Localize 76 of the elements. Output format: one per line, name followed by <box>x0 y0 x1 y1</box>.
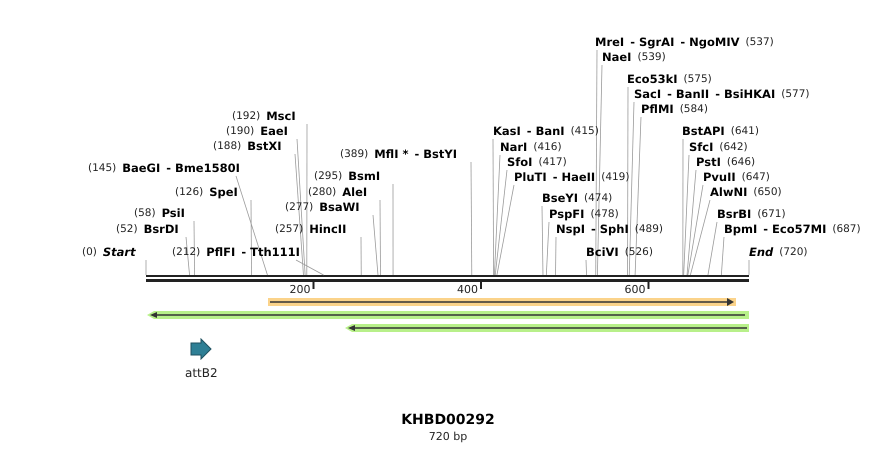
enzyme-site-label: (295) BsmI <box>314 168 380 184</box>
leader-line <box>392 184 394 276</box>
enzyme-site-label: MreI - SgrAI - NgoMIV (537) <box>595 34 774 50</box>
enzyme-site-label: PspFI (478) <box>549 206 619 222</box>
enzyme-site-label: (0) Start <box>82 244 136 260</box>
enzyme-site-label: PstI (646) <box>696 154 756 170</box>
leader-line <box>494 154 500 276</box>
leader-line <box>372 214 378 276</box>
enzyme-site-label: BciVI (526) <box>586 244 653 260</box>
enzyme-site-label: (190) EaeI <box>226 123 288 139</box>
leader-line <box>542 206 544 276</box>
scale-label: 200 <box>290 283 310 296</box>
leader-line <box>682 138 684 276</box>
leader-line <box>687 184 704 276</box>
leader-line <box>186 236 190 276</box>
scale-label: 600 <box>624 283 646 296</box>
enzyme-site-label: BseYI (474) <box>542 190 612 206</box>
map-caption: 720 bp <box>428 430 468 443</box>
leader-line <box>492 138 494 276</box>
leader-line <box>586 260 587 276</box>
enzyme-site-label: BpmI - Eco57MI (687) <box>724 221 861 237</box>
map-title: KHBD00292 <box>400 412 496 428</box>
enzyme-site-label: (280) AleI <box>308 184 368 200</box>
leader-line <box>690 200 710 276</box>
leader-line <box>360 236 362 276</box>
leader-line <box>683 154 690 276</box>
leader-line <box>597 64 602 276</box>
leader-line <box>627 86 628 276</box>
enzyme-site-label: PvuII (647) <box>703 169 770 185</box>
enzyme-site-label: Eco53kI (575) <box>627 71 712 87</box>
enzyme-site-label: NaeI (539) <box>602 49 666 65</box>
leader-line <box>634 116 642 276</box>
leader-line <box>194 220 195 276</box>
enzyme-site-label: (389) MflI * - BstYI <box>340 146 457 162</box>
leader-line <box>546 222 550 276</box>
leader-line <box>306 124 308 276</box>
leader-line <box>250 200 252 276</box>
feature-label: attB2 <box>185 366 218 380</box>
leader-line <box>296 260 324 276</box>
leader-line <box>628 102 634 276</box>
leader-line <box>296 138 306 276</box>
enzyme-site-label: SacI - BanII - BsiHKAI (577) <box>634 86 810 102</box>
enzyme-site-label: NspI - SphI (489) <box>556 221 663 237</box>
enzyme-site-label: PluTI - HaeII (419) <box>514 169 630 185</box>
leader-line <box>555 236 556 276</box>
enzyme-site-label: (126) SpeI <box>175 184 238 200</box>
enzyme-site-label: AlwNI (650) <box>710 184 782 200</box>
leader-line <box>686 170 696 276</box>
enzyme-site-label: (52) BsrDI <box>116 221 179 237</box>
scale-label: 400 <box>457 283 478 296</box>
enzyme-site-label: End (720) <box>749 244 808 260</box>
enzyme-site-label: BstAPI (641) <box>682 123 759 139</box>
leader-line <box>496 184 514 276</box>
enzyme-site-label: (257) HincII <box>275 221 346 237</box>
leader-line <box>380 200 381 276</box>
leader-line <box>294 154 304 276</box>
enzyme-site-label: (192) MscI <box>232 108 296 124</box>
enzyme-site-label: (277) BsaWI <box>285 199 360 215</box>
leader-line <box>595 50 598 276</box>
leader-line <box>748 260 750 276</box>
enzyme-site-label: (58) PsiI <box>134 205 185 221</box>
leader-line <box>708 222 718 276</box>
leader-line <box>720 236 724 276</box>
sequence-ruler <box>146 275 749 282</box>
enzyme-site-label: NarI (416) <box>500 139 562 155</box>
leader-line <box>494 170 508 276</box>
enzyme-site-label: (188) BstXI <box>213 138 282 154</box>
enzyme-site-label: SfoI (417) <box>507 154 567 170</box>
leader-line <box>236 176 268 276</box>
enzyme-site-label: (145) BaeGI - Bme1580I <box>88 160 240 176</box>
enzyme-site-label: (212) PflFI - Tth111I <box>172 244 300 260</box>
enzyme-site-label: BsrBI (671) <box>717 206 786 222</box>
enzyme-site-label: SfcI (642) <box>689 139 748 155</box>
leader-line <box>470 162 472 276</box>
enzyme-site-label: KasI - BanI (415) <box>493 123 599 139</box>
enzyme-site-label: PflMI (584) <box>641 101 708 117</box>
